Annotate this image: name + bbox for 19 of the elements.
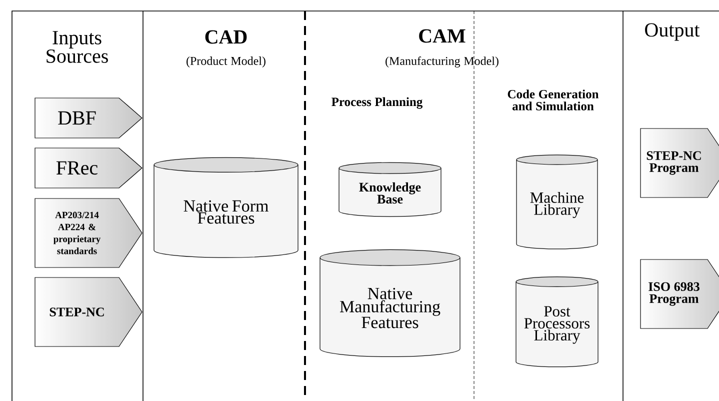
arrow-box: STEP-NC [34,277,142,347]
database-cylinder: Native Form Features [154,157,298,258]
database-cylinder: Post Processors Library [516,276,598,368]
column-heading: Output [645,23,700,41]
section-heading: Code Generation and Simulation [508,90,599,110]
arrow-box: FRec [34,148,142,188]
column-heading: Inputs Sources [46,31,108,63]
database-cylinder: Native Manufacturing Features [320,249,460,358]
arrow-box: DBF [34,98,142,138]
database-cylinder: Machine Library [516,154,598,250]
database-cylinder: Knowledge Base [338,162,442,217]
arrow-box: STEP-NC Program [640,128,719,198]
column-subheading: (Manufacturing Model) [386,56,498,68]
section-heading: Process Planning [332,97,423,109]
column-heading: CAD [205,30,247,44]
arrow-box: AP203/214 AP224 & proprietary standards [34,198,142,268]
column-subheading: (Product Model) [186,56,266,68]
column-heading: CAM [419,29,466,43]
arrow-box: ISO 6983 Program [640,259,719,329]
